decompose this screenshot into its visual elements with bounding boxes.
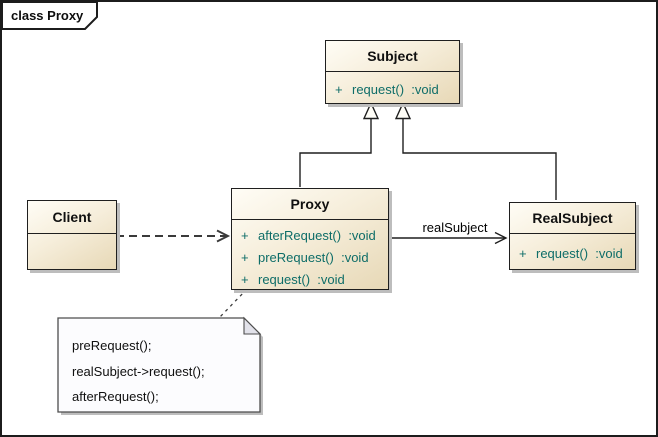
visibility-symbol: + — [519, 245, 527, 261]
frame-title-tab — [2, 2, 98, 30]
method-row: + request() :void — [510, 242, 635, 264]
class-box-client[interactable]: Client — [27, 200, 117, 270]
method-row: + request() :void — [232, 268, 388, 290]
class-body-client — [28, 234, 116, 238]
method-signature: preRequest() :void — [258, 249, 369, 265]
class-name-realsubject: RealSubject — [510, 203, 635, 234]
visibility-symbol: + — [241, 249, 249, 265]
association-label: realSubject — [422, 220, 488, 235]
association-arrowhead-icon — [494, 231, 508, 245]
class-box-subject[interactable]: Subject + request() :void — [325, 40, 460, 104]
visibility-symbol: + — [241, 227, 249, 243]
method-signature: afterRequest() :void — [258, 227, 376, 243]
note-content[interactable]: preRequest(); realSubject->request(); af… — [60, 320, 260, 412]
method-signature: request() :void — [536, 245, 623, 261]
method-row: + request() :void — [326, 78, 459, 100]
method-row: + afterRequest() :void — [232, 224, 388, 246]
visibility-symbol: + — [335, 81, 343, 97]
class-name-subject: Subject — [326, 41, 459, 72]
visibility-symbol: + — [241, 271, 249, 287]
class-box-proxy[interactable]: Proxy + afterRequest() :void + preReques… — [231, 188, 389, 290]
generalization-arrowhead-left-icon — [362, 101, 380, 120]
class-name-proxy: Proxy — [232, 189, 388, 220]
dependency-arrowhead-icon — [216, 229, 231, 243]
generalization-arrowhead-right-icon — [394, 101, 412, 120]
method-signature: request() :void — [258, 271, 345, 287]
note-fold-icon — [243, 316, 262, 335]
class-body-realsubject: + request() :void — [510, 234, 635, 264]
note-link[interactable] — [218, 288, 248, 319]
generalization-realsubject-subject[interactable] — [402, 118, 557, 200]
frame-title: class Proxy — [11, 8, 84, 23]
note-line: afterRequest(); — [72, 389, 159, 404]
class-name-client: Client — [28, 201, 116, 234]
method-signature: request() :void — [352, 81, 439, 97]
class-body-proxy: + afterRequest() :void + preRequest() :v… — [232, 220, 388, 290]
class-box-realsubject[interactable]: RealSubject + request() :void — [509, 202, 636, 270]
note-shape[interactable] — [57, 317, 261, 413]
class-body-subject: + request() :void — [326, 72, 459, 100]
method-row: + preRequest() :void — [232, 246, 388, 268]
note-line: realSubject->request(); — [72, 363, 205, 379]
generalization-proxy-subject[interactable] — [299, 118, 372, 187]
note-line: preRequest(); — [72, 338, 152, 353]
